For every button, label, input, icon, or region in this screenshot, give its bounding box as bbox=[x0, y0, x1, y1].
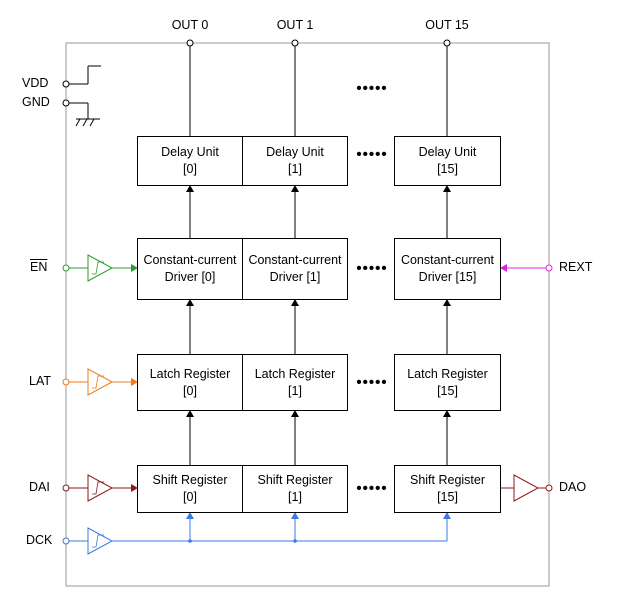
rext-input-path bbox=[500, 264, 553, 272]
en-schmitt-buffer bbox=[87, 254, 114, 282]
shift-register-index: [15] bbox=[437, 490, 458, 504]
out0-pin bbox=[186, 39, 194, 47]
chip-outline bbox=[65, 42, 550, 587]
en-pin bbox=[62, 264, 70, 272]
vdd-label: VDD bbox=[22, 76, 49, 90]
ellipsis-outputs: ••••• bbox=[356, 80, 388, 97]
driver-index: Driver [15] bbox=[418, 270, 477, 284]
ellipsis-shift-row: ••••• bbox=[356, 480, 388, 497]
shift-register-15: Shift Register [15] bbox=[394, 465, 501, 513]
latch-register-0: Latch Register [0] bbox=[137, 354, 243, 411]
lat-label: LAT bbox=[29, 374, 51, 388]
dck-pin bbox=[62, 537, 70, 545]
delay-unit-index: [0] bbox=[183, 162, 197, 176]
dck-input-path bbox=[62, 512, 451, 555]
rext-label: REXT bbox=[559, 260, 593, 274]
out15-label: OUT 15 bbox=[425, 18, 469, 32]
out0-label: OUT 0 bbox=[171, 18, 209, 32]
output-pins bbox=[186, 39, 451, 136]
delay-unit-1: Delay Unit [1] bbox=[242, 136, 348, 186]
delay-unit-15: Delay Unit [15] bbox=[394, 136, 501, 186]
delay-unit-index: [1] bbox=[288, 162, 302, 176]
shift-register-index: [1] bbox=[288, 490, 302, 504]
dai-input-path bbox=[62, 474, 138, 502]
ellipsis-latch-row: ••••• bbox=[356, 374, 388, 391]
driver-title: Constant-current bbox=[248, 253, 342, 267]
lat-input-path bbox=[62, 368, 138, 396]
latch-register-index: [1] bbox=[288, 383, 302, 398]
driver-title: Constant-current bbox=[143, 253, 237, 267]
ellipsis-delay-row: ••••• bbox=[356, 146, 388, 163]
delay-unit-0: Delay Unit [0] bbox=[137, 136, 243, 186]
dao-buffer bbox=[513, 474, 540, 502]
shift-register-title: Shift Register bbox=[257, 473, 333, 487]
dao-label: DAO bbox=[559, 480, 587, 494]
dck-schmitt-buffer bbox=[87, 527, 114, 555]
dai-pin bbox=[62, 484, 70, 492]
column-arrows bbox=[186, 185, 451, 465]
dao-output-path bbox=[500, 474, 553, 502]
out1-pin bbox=[291, 39, 299, 47]
shift-register-title: Shift Register bbox=[409, 473, 486, 487]
power-symbols bbox=[62, 65, 101, 127]
dck-label: DCK bbox=[26, 533, 53, 547]
ellipsis-driver-row: ••••• bbox=[356, 260, 388, 277]
en-input-path bbox=[62, 254, 138, 282]
driver-0: Constant-current Driver [0] bbox=[137, 238, 243, 300]
en-label: EN bbox=[30, 260, 48, 274]
latch-register-title: Latch Register bbox=[254, 366, 336, 381]
rext-pin bbox=[545, 264, 553, 272]
latch-register-title: Latch Register bbox=[149, 366, 231, 381]
latch-register-15: Latch Register [15] bbox=[394, 354, 501, 411]
dai-label: DAI bbox=[29, 480, 50, 494]
shift-register-0: Shift Register [0] bbox=[137, 465, 243, 513]
delay-unit-title: Delay Unit bbox=[266, 145, 324, 159]
delay-unit-title: Delay Unit bbox=[418, 145, 477, 159]
driver-index: Driver [1] bbox=[269, 270, 321, 284]
latch-register-title: Latch Register bbox=[407, 366, 488, 381]
driver-title: Constant-current bbox=[400, 253, 495, 267]
vdd-pin bbox=[62, 80, 70, 88]
driver-index: Driver [0] bbox=[164, 270, 216, 284]
out1-label: OUT 1 bbox=[276, 18, 314, 32]
gnd-pin bbox=[62, 99, 70, 107]
dai-schmitt-buffer bbox=[87, 474, 114, 502]
out15-pin bbox=[443, 39, 451, 47]
shift-register-1: Shift Register [1] bbox=[242, 465, 348, 513]
latch-register-1: Latch Register [1] bbox=[242, 354, 348, 411]
gnd-label: GND bbox=[22, 95, 50, 109]
latch-register-index: [15] bbox=[437, 383, 458, 398]
shift-register-title: Shift Register bbox=[152, 473, 228, 487]
latch-register-index: [0] bbox=[183, 383, 197, 398]
shift-register-index: [0] bbox=[183, 490, 197, 504]
delay-unit-index: [15] bbox=[437, 162, 458, 176]
driver-15: Constant-current Driver [15] bbox=[394, 238, 501, 300]
lat-pin bbox=[62, 378, 70, 386]
lat-schmitt-buffer bbox=[87, 368, 114, 396]
delay-unit-title: Delay Unit bbox=[161, 145, 219, 159]
dao-pin bbox=[545, 484, 553, 492]
driver-1: Constant-current Driver [1] bbox=[242, 238, 348, 300]
